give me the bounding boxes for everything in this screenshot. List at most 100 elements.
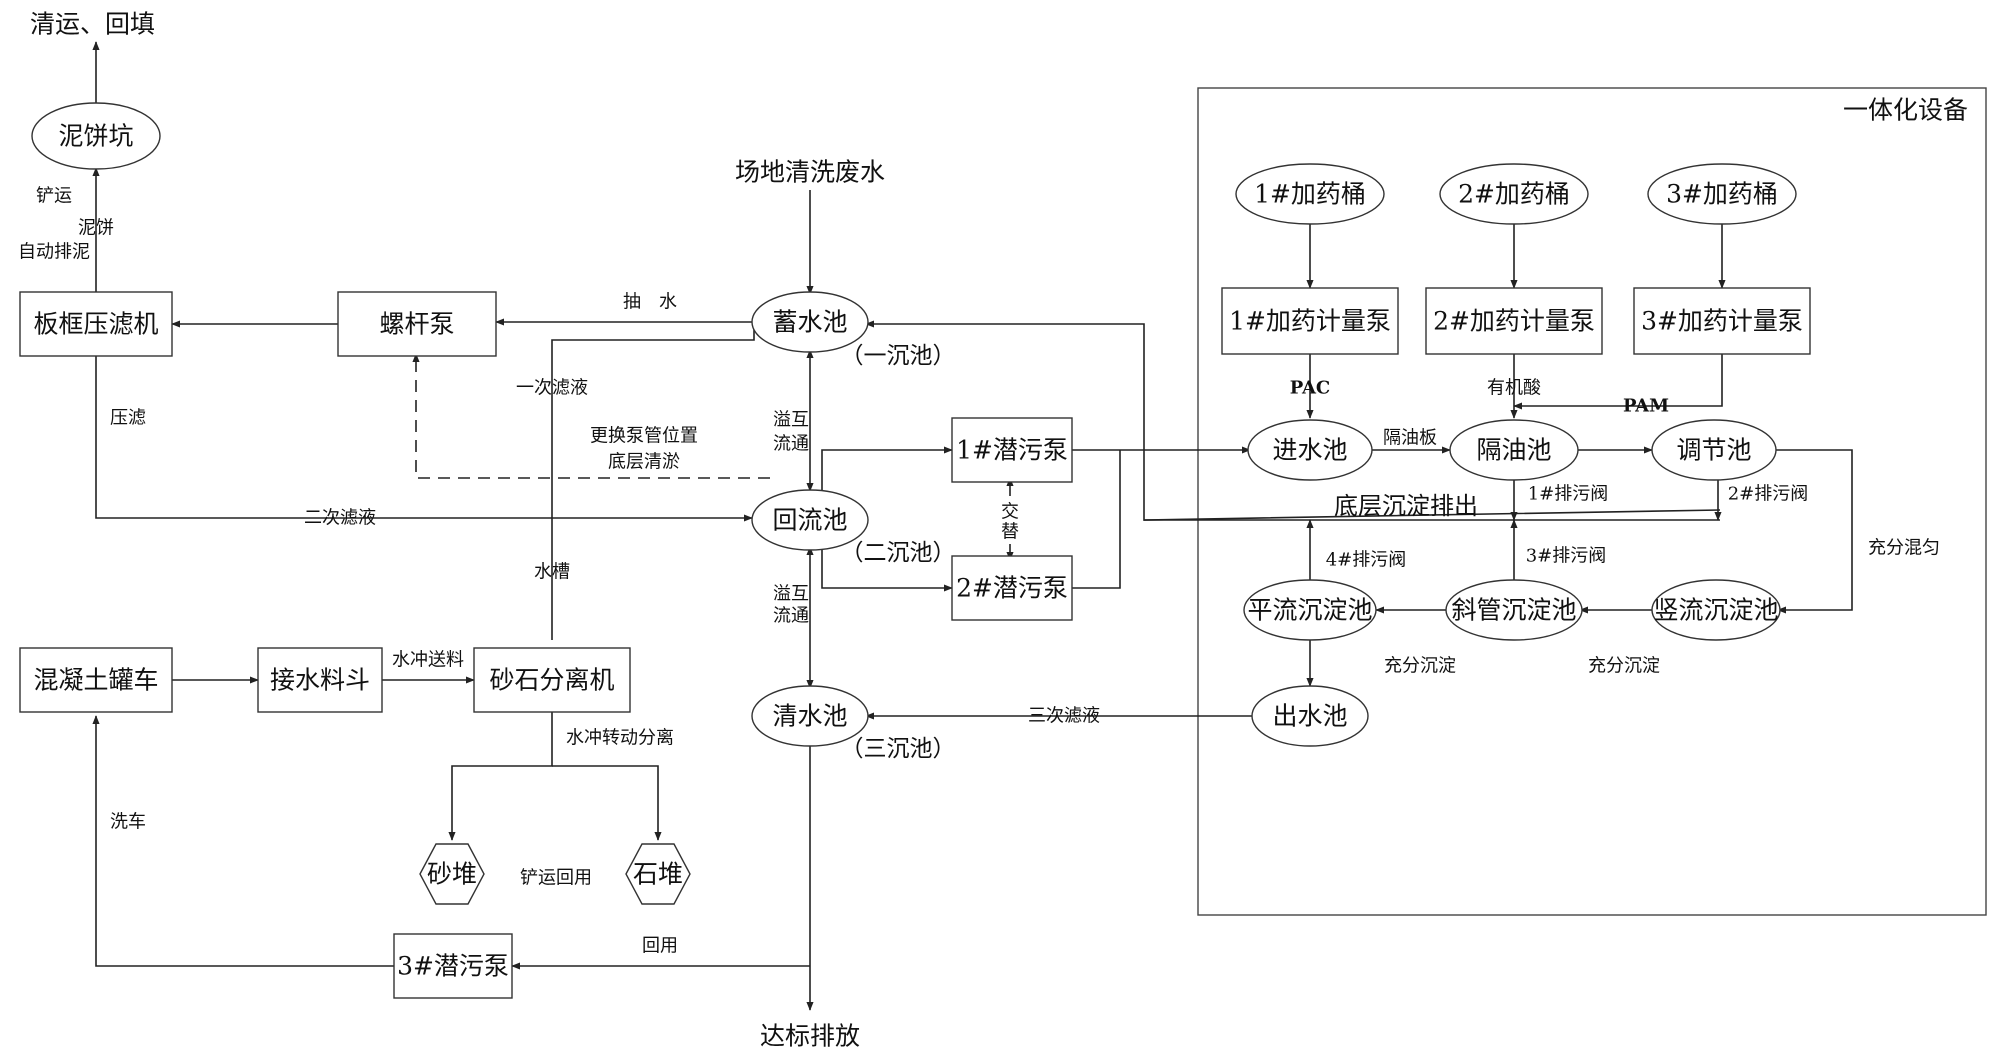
node-haul-backfill: 清运、回填 (30, 10, 155, 39)
label-water-feed: 水冲送料 (392, 650, 464, 671)
label-water-rotary: 水冲转动分离 (566, 728, 674, 749)
edge-pam-to-oil (1513, 354, 1723, 410)
node-plate-press: 板框压滤机 (33, 310, 158, 339)
node-storage-tank-sub: （一沉池） (841, 343, 956, 369)
label-third-filtrate: 三次滤液 (1028, 706, 1100, 727)
node-vertical-settler: 竖流沉淀池 (1653, 596, 1778, 625)
label-organic-acid: 有机酸 (1487, 378, 1541, 399)
label-alternate-1: 交 (1001, 502, 1019, 523)
node-cake-pit: 泥饼坑 (58, 122, 133, 151)
node-horizontal-settler-shape (1243, 579, 1377, 641)
node-metering-pump3: 3#加药计量泵 (1641, 307, 1803, 336)
edge-press-second-filtrate (95, 356, 753, 522)
node-plate-press-shape (19, 291, 173, 357)
node-storage-tank: 蓄水池 (772, 308, 847, 337)
label-change-pipe: 更换泵管位置 (590, 426, 698, 447)
label-overflow-1b: 流 (773, 434, 791, 455)
label-press-filter: 压滤 (110, 408, 146, 429)
node-dosing-drum3: 3#加药桶 (1666, 180, 1778, 209)
edge-first-filtrate (551, 322, 755, 640)
label-valve1: 1#排污阀 (1528, 484, 1609, 505)
node-metering-pump1-shape (1221, 287, 1399, 355)
label-mutual-1a: 互 (791, 410, 809, 431)
edge-return-pool-to-pump1 (821, 446, 953, 492)
label-sludge-discharge: 底层沉淀排出 (1334, 492, 1478, 520)
label-valve2: 2#排污阀 (1728, 484, 1809, 505)
edge-pump2-merge (1072, 450, 1121, 589)
edge-return-pool-to-pump2 (821, 546, 953, 592)
label-valve4: 4#排污阀 (1326, 550, 1407, 571)
node-oil-separator: 隔油池 (1476, 436, 1551, 465)
node-sump-pump1-shape (951, 417, 1073, 483)
node-separator: 砂石分离机 (489, 666, 614, 695)
label-pumping: 抽 水 (623, 292, 677, 313)
label-bottom-desilt: 底层清淤 (608, 452, 680, 473)
node-regulation-pool-shape (1651, 419, 1777, 481)
edge-pump3-to-truck (92, 715, 394, 967)
node-separator-shape (473, 647, 631, 713)
node-inlet-pool-shape (1247, 419, 1373, 481)
edge-sludge-return-to-tank (865, 320, 1721, 521)
node-cake-pit-shape (31, 102, 161, 170)
node-concrete-truck-shape (19, 647, 173, 713)
node-metering-pump2-shape (1425, 287, 1603, 355)
label-cake: 泥饼 (78, 218, 114, 239)
edge-separator-to-sand (448, 712, 553, 841)
node-site-washwater: 场地清洗废水 (735, 158, 885, 187)
node-dosing-drum1-shape (1235, 163, 1385, 225)
label-alternate-2: 替 (1001, 522, 1019, 543)
node-dosing-drum2-shape (1439, 163, 1589, 225)
label-auto-sludge: 自动排泥 (18, 242, 90, 263)
node-hopper-shape (257, 647, 383, 713)
node-sand-pile-shape (419, 843, 485, 905)
node-stone-pile: 石堆 (633, 860, 683, 889)
node-sump-pump3: 3#潜污泵 (397, 952, 509, 981)
node-concrete-truck: 混凝土罐车 (33, 666, 158, 695)
label-car-wash: 洗车 (110, 812, 146, 833)
edge-separator-to-stone (552, 765, 662, 841)
label-oil-baffle: 隔油板 (1383, 428, 1437, 449)
node-dosing-drum3-shape (1647, 163, 1797, 225)
node-metering-pump3-shape (1633, 287, 1811, 355)
node-storage-tank-shape (751, 291, 869, 353)
label-full-settle-2: 充分沉淀 (1588, 656, 1660, 677)
node-metering-pump1: 1#加药计量泵 (1229, 307, 1391, 336)
node-inclined-settler: 斜管沉淀池 (1451, 596, 1576, 625)
label-pac: PAC (1290, 378, 1331, 399)
node-metering-pump2: 2#加药计量泵 (1433, 307, 1595, 336)
node-clean-pool-sub: （三沉池） (841, 736, 956, 762)
node-clean-pool-shape (751, 685, 869, 747)
node-screw-pump-shape (337, 291, 497, 357)
label-overflow-1a: 溢 (773, 410, 791, 431)
node-inlet-pool: 进水池 (1272, 436, 1347, 465)
label-valve3: 3#排污阀 (1526, 546, 1607, 567)
label-water-trough: 水槽 (534, 562, 570, 583)
node-oil-separator-shape (1449, 419, 1579, 481)
node-sump-pump3-shape (393, 933, 513, 999)
label-overflow-2a: 溢 (773, 584, 791, 605)
edge-labels: 铲运 泥饼 自动排泥 抽 水 压滤 一次滤液 更换泵管位置 底层清淤 溢 流 互… (18, 186, 1940, 957)
node-regulation-pool: 调节池 (1676, 436, 1751, 465)
label-overflow-2b: 流 (773, 606, 791, 627)
nodes: 清运、回填 泥饼坑 板框压滤机 螺杆泵 场地清洗废水 蓄水池 （一沉池） 回流池… (19, 10, 1811, 1051)
integrated-equipment-box (1197, 87, 1987, 916)
node-clean-pool: 清水池 (772, 702, 847, 731)
node-sand-pile: 砂堆 (427, 860, 477, 889)
label-full-settle-1: 充分沉淀 (1384, 656, 1456, 677)
node-inclined-settler-shape (1445, 579, 1583, 641)
node-vertical-settler-shape (1651, 579, 1781, 641)
node-stone-pile-shape (625, 843, 691, 905)
node-hopper: 接水料斗 (270, 666, 370, 695)
edges (92, 41, 1853, 1011)
label-pam: PAM (1623, 396, 1669, 417)
node-screw-pump: 螺杆泵 (379, 310, 454, 339)
node-dosing-drum2: 2#加药桶 (1458, 180, 1570, 209)
label-mutual-2b: 通 (791, 606, 809, 627)
edge-regulation-to-vertical (1776, 449, 1853, 614)
label-mutual-2a: 互 (791, 584, 809, 605)
edge-dashed-desilting (412, 353, 770, 479)
label-second-filtrate: 二次滤液 (304, 508, 376, 529)
integrated-equipment-title: 一体化设备 (1843, 96, 1968, 125)
node-outlet-pool-shape (1251, 685, 1369, 747)
node-outlet-pool: 出水池 (1272, 702, 1347, 731)
